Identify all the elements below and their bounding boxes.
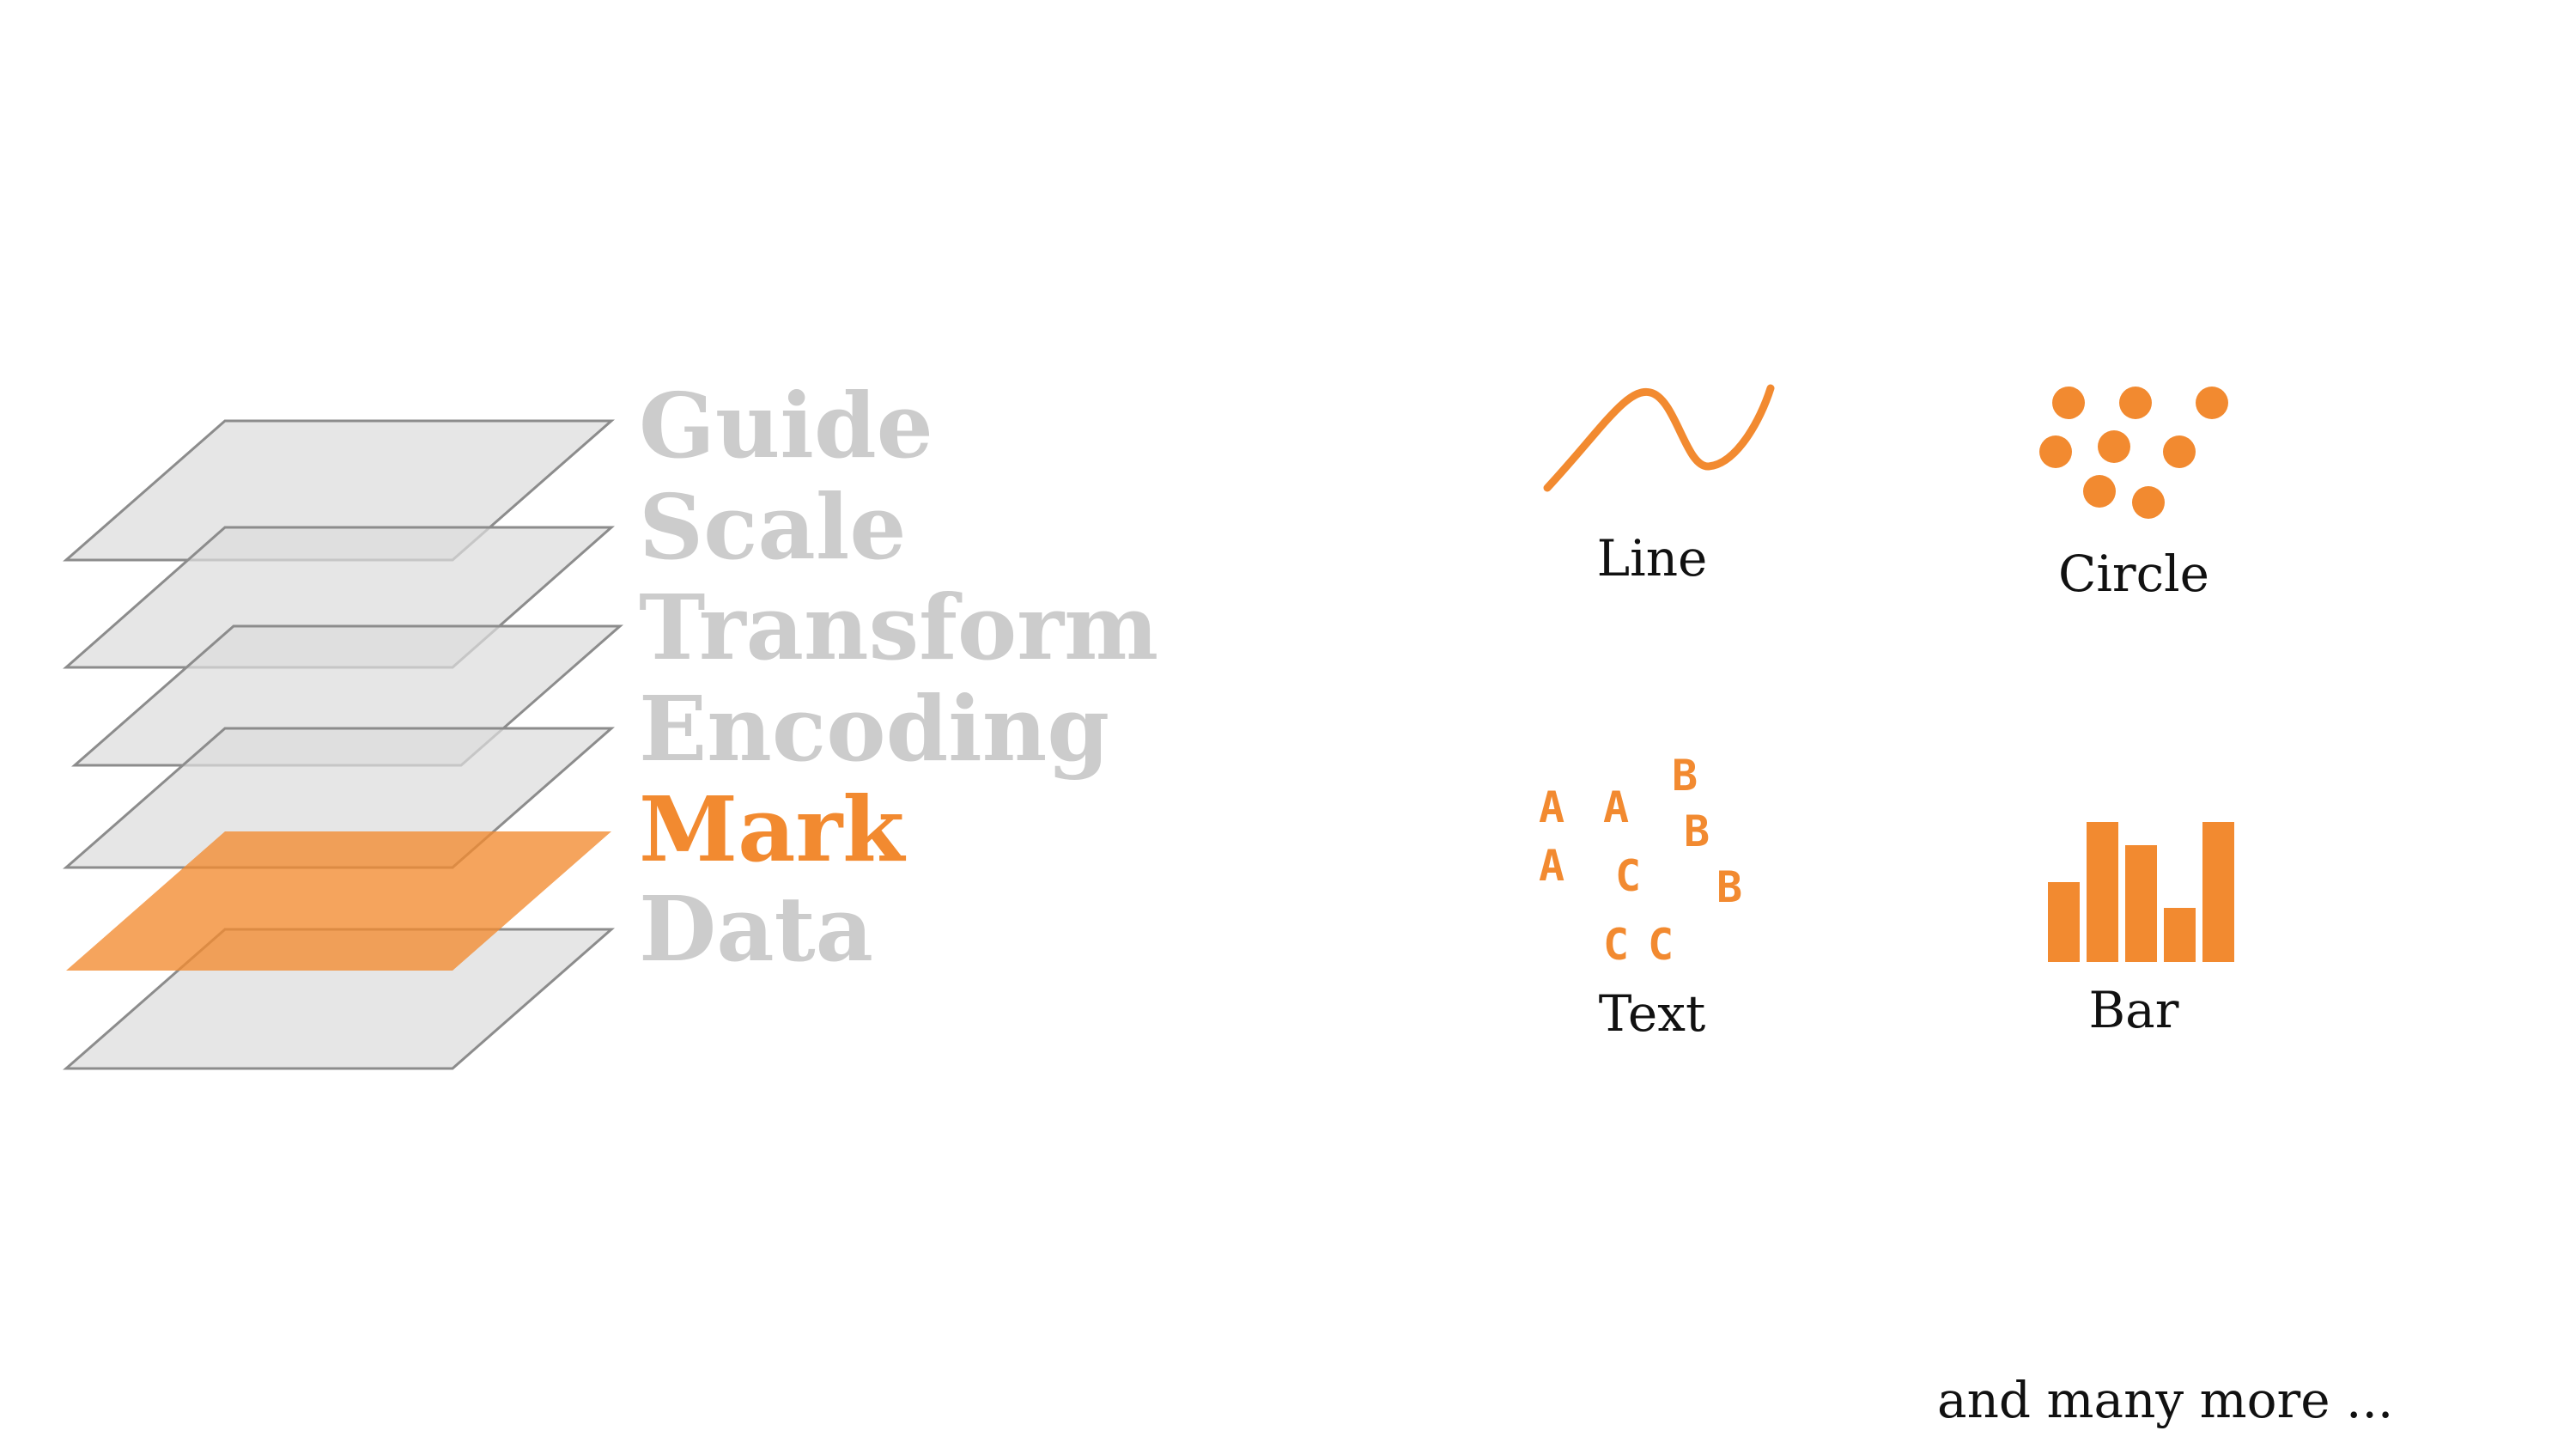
layer-label-transform: Transform — [639, 575, 1158, 680]
text-glyph: A — [1539, 782, 1564, 832]
text-glyphs-icon: A A B A C B B C C — [1539, 751, 1742, 970]
circle-icon — [2039, 387, 2228, 519]
mark-label-line: Line — [1597, 529, 1708, 588]
line-icon — [1543, 384, 1775, 492]
plane-mark — [66, 831, 611, 971]
layer-label-data: Data — [639, 876, 873, 982]
mark-label-circle: Circle — [2058, 545, 2209, 603]
bar-icon — [2048, 822, 2234, 962]
text-glyph: A — [1539, 841, 1564, 891]
layer-stack — [63, 419, 623, 1070]
text-glyph: B — [1716, 862, 1742, 912]
mark-label-bar: Bar — [2089, 981, 2179, 1039]
mark-label-text: Text — [1599, 984, 1706, 1043]
footer-note: and many more ... — [1937, 1371, 2394, 1429]
text-glyph: C — [1615, 851, 1641, 901]
text-glyph: B — [1684, 807, 1710, 856]
text-glyph: B — [1672, 751, 1698, 801]
text-glyph: A — [1603, 782, 1629, 832]
layer-label-encoding: Encoding — [639, 676, 1109, 782]
layer-label-scale: Scale — [639, 474, 907, 580]
text-glyph: C — [1648, 920, 1674, 970]
layer-label-guide: Guide — [639, 373, 933, 478]
layer-label-mark: Mark — [639, 776, 906, 882]
text-glyph: C — [1603, 920, 1629, 970]
layer-labels: Guide Scale Transform Encoding Mark Data — [639, 373, 1158, 982]
